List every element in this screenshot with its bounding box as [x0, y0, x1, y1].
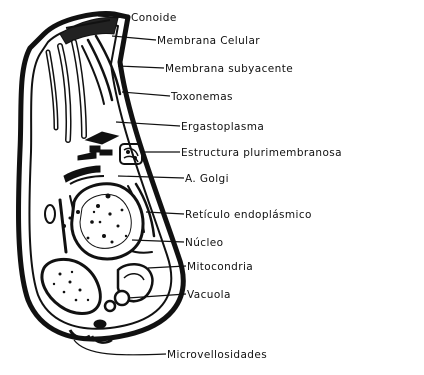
labels: Conoide Membrana Celular Membrana subyac… — [131, 12, 342, 361]
label-ergastoplasma: Ergastoplasma — [181, 121, 264, 133]
small-vesicle — [45, 205, 55, 223]
mitocondria — [42, 259, 152, 313]
label-conoide: Conoide — [131, 12, 177, 24]
label-mitocondria: Mitocondria — [187, 261, 253, 273]
label-reticulo: Retículo endoplásmico — [185, 209, 312, 221]
vacuola — [105, 291, 129, 311]
label-membrana-subyacente: Membrana subyacente — [165, 63, 293, 75]
label-membrana-celular: Membrana Celular — [157, 35, 260, 47]
aparato-golgi — [64, 166, 104, 184]
toxonemas — [48, 42, 84, 140]
label-estructura-plurimembranosa: Estructura plurimembranosa — [181, 147, 342, 159]
label-microvellosidades: Microvellosidades — [167, 349, 267, 361]
label-nucleo: Núcleo — [185, 237, 223, 249]
label-vacuola: Vacuola — [187, 289, 231, 301]
label-toxonemas: Toxonemas — [170, 91, 233, 103]
label-aparato-golgi: A. Golgi — [185, 173, 229, 185]
